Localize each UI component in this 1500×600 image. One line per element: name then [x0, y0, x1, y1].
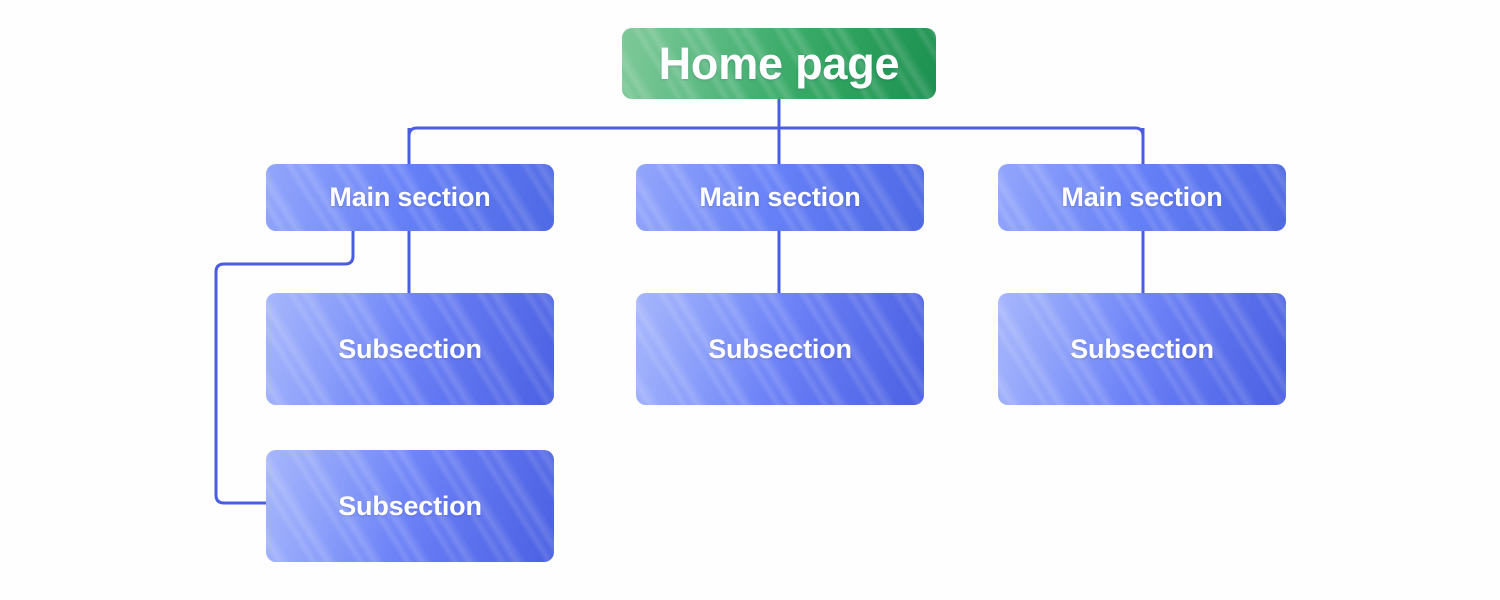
connector-horizontal-bus: [407, 126, 1145, 137]
node-subsection-4[interactable]: Subsection: [266, 450, 554, 562]
node-subsection-2[interactable]: Subsection: [636, 293, 924, 405]
node-subsection-4-label: Subsection: [338, 490, 482, 521]
node-subsection-3-label: Subsection: [1070, 333, 1214, 364]
node-main-section-3-label: Main section: [1061, 182, 1223, 212]
node-main-section-1[interactable]: Main section: [266, 164, 554, 231]
node-main-section-3[interactable]: Main section: [998, 164, 1286, 231]
node-main-section-1-label: Main section: [329, 182, 491, 212]
node-main-section-2[interactable]: Main section: [636, 164, 924, 231]
node-home-page[interactable]: Home page: [622, 28, 936, 99]
node-main-section-2-label: Main section: [699, 182, 861, 212]
node-subsection-2-label: Subsection: [708, 333, 852, 364]
node-home-page-label: Home page: [658, 37, 900, 89]
node-subsection-3[interactable]: Subsection: [998, 293, 1286, 405]
node-subsection-1[interactable]: Subsection: [266, 293, 554, 405]
node-subsection-1-label: Subsection: [338, 333, 482, 364]
